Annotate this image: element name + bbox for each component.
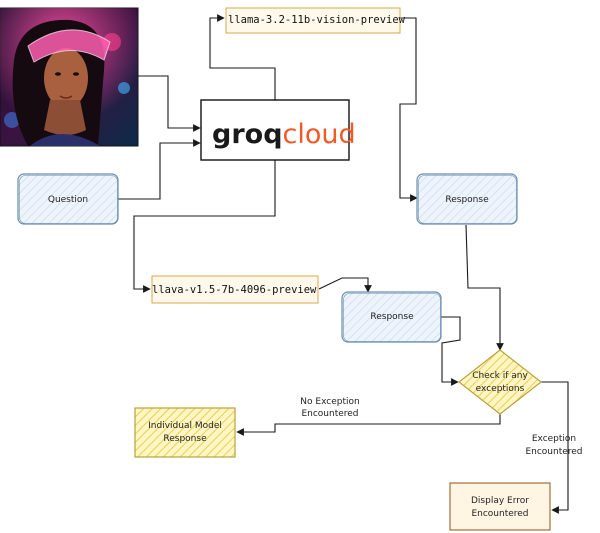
response-llama-label: Response [445, 195, 489, 205]
exception-line2: Encountered [525, 447, 582, 457]
model-llama-label: llama-3.2-11b-vision-preview [228, 14, 406, 26]
no-exception-line1: No Exception [300, 397, 359, 407]
edge-groq-to-llama [209, 14, 276, 100]
edge-label-exception: Exception Encountered [525, 434, 582, 457]
groq-logo-part1: groq [212, 119, 283, 150]
groq-logo-part2: cloud [283, 119, 356, 150]
groq-cloud-node: groqcloud [200, 99, 356, 161]
model-llama-node: llama-3.2-11b-vision-preview [225, 7, 406, 34]
check-line1: Check if any [472, 371, 528, 381]
edges [118, 14, 569, 514]
edge-llava-to-response [318, 277, 372, 293]
edge-check-to-individual [236, 414, 501, 436]
error-line1: Display Error [471, 496, 529, 506]
model-llava-label: llava-v1.5-7b-4096-preview [152, 284, 317, 296]
individual-response-node: Individual Model Response [134, 407, 236, 458]
input-image [0, 7, 139, 147]
groq-logo-text: groqcloud [212, 119, 356, 150]
question-label: Question [48, 195, 88, 205]
edge-label-no-exception: No Exception Encountered [300, 397, 359, 419]
individual-line2: Response [163, 434, 207, 444]
edge-response-right-to-check [465, 224, 504, 351]
edge-response-middle-to-check [441, 316, 461, 386]
edge-question-to-groq [118, 139, 201, 200]
edge-llama-to-response [399, 17, 418, 202]
model-llava-node: llava-v1.5-7b-4096-preview [151, 275, 319, 304]
edge-image-to-groq [138, 75, 201, 132]
edge-groq-to-llava [133, 160, 276, 293]
visor-icon [27, 29, 111, 63]
check-line2: exceptions [476, 384, 525, 394]
response-llama-node: Response [416, 173, 518, 225]
error-line2: Encountered [471, 509, 528, 519]
individual-line1: Individual Model [148, 421, 222, 431]
edge-check-to-error [541, 381, 569, 514]
display-error-node: Display Error Encountered [449, 482, 551, 531]
response-llava-node: Response [341, 291, 442, 343]
exception-line1: Exception [532, 434, 576, 444]
check-exceptions-node: Check if any exceptions [458, 349, 542, 415]
no-exception-line2: Encountered [301, 409, 358, 419]
question-node: Question [17, 173, 119, 225]
response-llava-label: Response [370, 312, 414, 322]
